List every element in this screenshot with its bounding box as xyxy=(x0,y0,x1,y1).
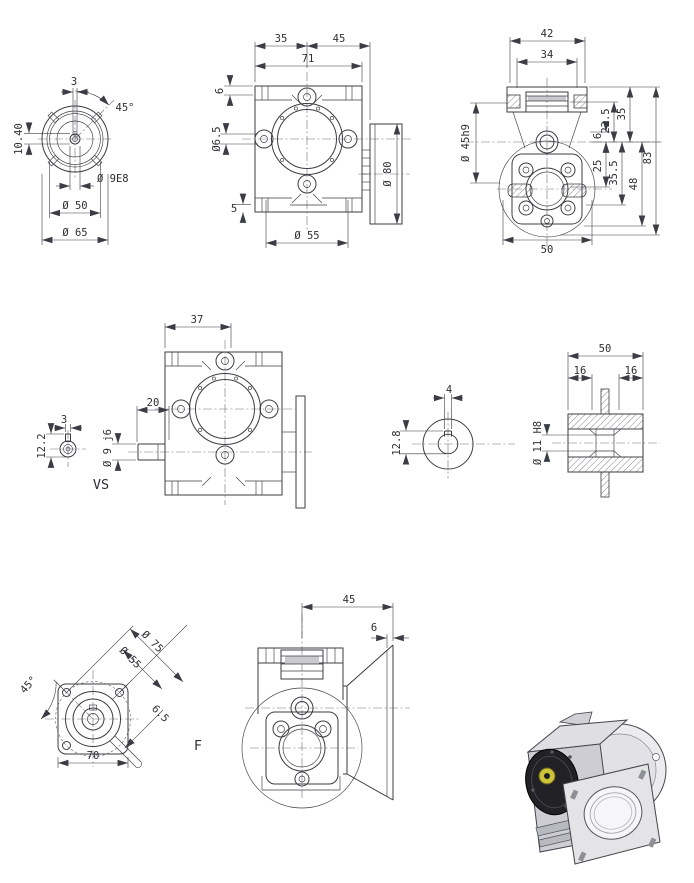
output-bore xyxy=(525,167,569,211)
dim-front-side-hole: Ø6.5 xyxy=(211,126,223,151)
dim-fside-thickness: 6 xyxy=(371,622,377,634)
dim-section-length: 50 xyxy=(599,343,612,355)
dim-cover-outer: Ø 65 xyxy=(62,227,87,239)
hollow-shaft-body xyxy=(567,413,644,473)
dim-f-square-width: 70 xyxy=(87,750,100,762)
dim-front-top-offset: 6 xyxy=(214,88,226,94)
dim-side-center-distance: 25 xyxy=(592,160,604,173)
dim-f-hole-angle: 45° xyxy=(18,674,40,696)
f-flange-face xyxy=(265,711,339,785)
housing-feet-vs xyxy=(165,352,282,495)
dim-cover-bolt-circle: Ø 50 xyxy=(62,200,87,212)
dim-cover-keyway-width: 3 xyxy=(71,76,77,88)
housing-feet xyxy=(255,86,362,212)
housing-wall-bottom xyxy=(600,471,610,498)
dim-side-flange-offset: 35.5 xyxy=(608,160,620,185)
dim-f-hole-dia: 6.5 xyxy=(149,703,171,725)
view-hollow-bore-end: 4 12.8 xyxy=(391,384,515,478)
dim-side-width-bottom: 50 xyxy=(541,244,554,256)
view-vs-front: 37 20 Ø 9 j6 xyxy=(102,314,312,509)
housing-wall-top xyxy=(600,388,610,415)
gearbox-3d-render xyxy=(525,711,667,865)
dim-cover-angle: 45° xyxy=(116,102,135,114)
f-flange-trapezoid xyxy=(343,644,394,801)
dim-front-width-left: 35 xyxy=(275,33,288,45)
dim-vs-body-width: 37 xyxy=(191,314,204,326)
flange-screw-dots-vs xyxy=(198,376,252,432)
dim-front-width-right: 45 xyxy=(333,33,346,45)
dim-cover-bore: Ø 9E8 xyxy=(97,173,129,185)
dim-side-height-total: 83 xyxy=(642,152,654,165)
dim-side-axis-offset: 6 xyxy=(592,133,604,139)
render-output-bore xyxy=(583,786,643,840)
view-f-side: 45 6 xyxy=(241,594,410,809)
dim-vs-shaft-length: 20 xyxy=(147,397,160,409)
dim-cover-keyway-depth: 10.40 xyxy=(13,123,25,155)
view-f-flange-front: Ø 75 Ø 55 45° 6.5 70 F xyxy=(18,624,202,768)
label-version-f: F xyxy=(194,738,202,754)
dim-side-height-top: 35 xyxy=(616,108,628,121)
dim-front-motor-flange: Ø 80 xyxy=(382,161,394,186)
view-gearbox-side: 42 34 Ø 45h9 6 25 22.5 35.5 35 48 83 50 xyxy=(460,28,662,256)
wheel-housing-circle xyxy=(241,687,363,809)
view-output-cover-front: 3 45° 10.40 Ø 9E8 Ø 50 Ø 65 xyxy=(13,76,134,245)
dim-front-foot-offset: 5 xyxy=(231,203,237,215)
dim-front-width-total: 71 xyxy=(302,53,315,65)
dim-shaft-height: 12.2 xyxy=(36,433,48,458)
dim-vs-shaft-dia: Ø 9 j6 xyxy=(102,429,114,467)
dim-side-width-top: 42 xyxy=(541,28,554,40)
input-bearing-f xyxy=(280,649,324,680)
dim-shaft-key-width: 3 xyxy=(61,414,67,426)
input-bearing xyxy=(525,91,569,113)
input-hub-lines xyxy=(362,149,370,191)
dim-bore-keyway-depth: 12.8 xyxy=(391,430,403,455)
dim-side-bearing-offset: 22.5 xyxy=(600,108,612,133)
dim-bore-key-width: 4 xyxy=(446,384,452,396)
dim-side-width-inner: 34 xyxy=(541,49,554,61)
view-input-shaft-end: 3 12.2 VS xyxy=(36,414,109,493)
dim-front-boss: Ø 55 xyxy=(294,230,319,242)
flange-bore-keyway xyxy=(89,704,97,711)
dim-section-bore: Ø 11 H8 xyxy=(532,421,544,465)
flange-square xyxy=(57,683,129,755)
dim-f-bolt-circle: Ø 55 xyxy=(117,645,143,671)
dim-side-pilot: Ø 45h9 xyxy=(460,124,472,162)
dim-fside-distance: 45 xyxy=(343,594,356,606)
corner-slot xyxy=(109,735,142,768)
keyway-slot xyxy=(72,131,78,136)
flange-screw-dots xyxy=(280,106,334,162)
view-hollow-shaft-section: 50 16 16 Ø 11 H8 xyxy=(532,343,660,498)
dim-section-depth-right: 16 xyxy=(625,365,638,377)
shaft-key xyxy=(65,433,71,442)
view-gearbox-front: 35 45 71 6 Ø6.5 5 Ø 55 Ø 80 xyxy=(211,33,412,248)
dim-section-depth-left: 16 xyxy=(574,365,587,377)
label-version-vs: VS xyxy=(93,477,109,493)
housing-outline xyxy=(254,85,363,213)
rear-cover-edge xyxy=(295,395,306,509)
dim-side-height-bottom: 48 xyxy=(628,178,640,191)
